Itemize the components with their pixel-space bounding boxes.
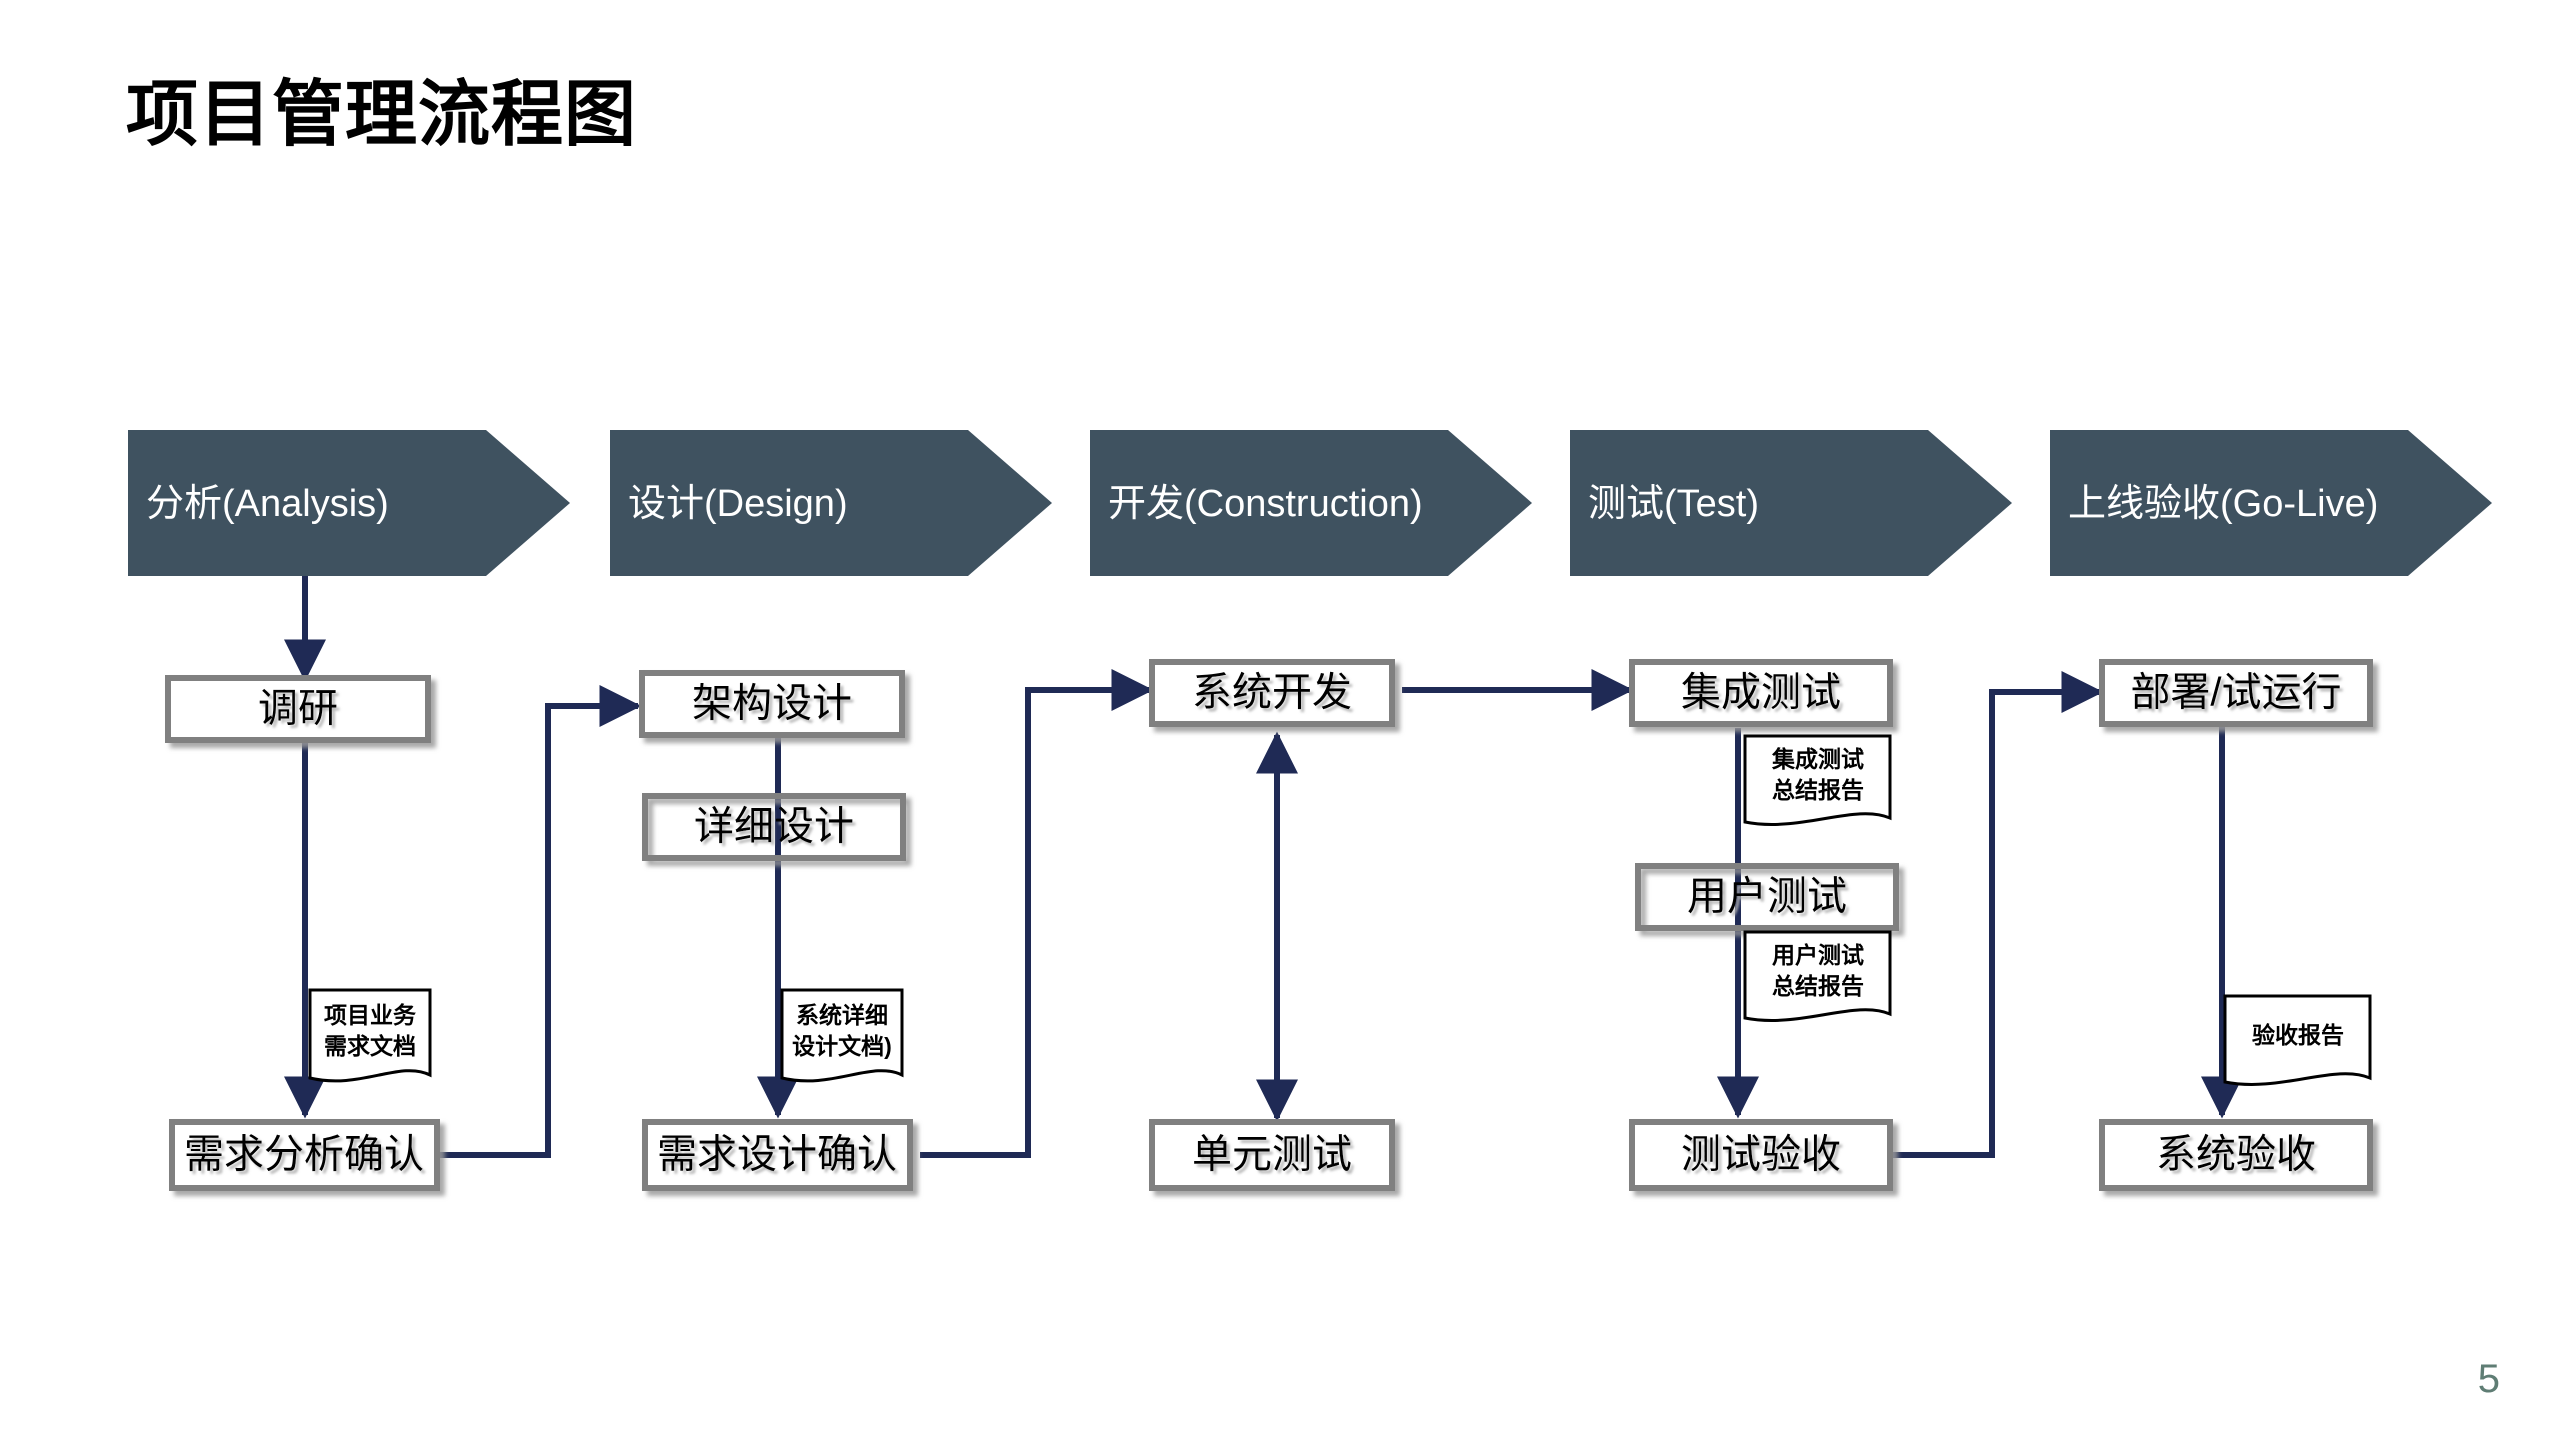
process-box-label: 单元测试 <box>1192 1133 1352 1177</box>
process-box-label: 需求分析确认 <box>184 1133 424 1177</box>
process-box-label: 用户测试 <box>1687 875 1847 919</box>
process-box-label: 集成测试 <box>1681 671 1841 715</box>
connector-layer <box>284 576 2243 1158</box>
document-user-test-report[interactable]: 用户测试 总结报告 <box>1743 930 1892 1022</box>
process-box-system-acceptance[interactable]: 系统验收 <box>2099 1119 2373 1191</box>
process-box-req-analysis-conf[interactable]: 需求分析确认 <box>169 1119 440 1191</box>
document-label-line: 集成测试 <box>1771 746 1864 772</box>
document-label-line: 项目业务 <box>324 1002 417 1028</box>
connector-req-analysis-to-arch-design <box>437 685 642 1158</box>
process-box-layer: 调研 需求分析确认 架构设计 详细设计 需求设计确认 <box>165 659 2373 1191</box>
process-box-label: 系统验收 <box>2156 1133 2316 1177</box>
document-label-line: 需求文档 <box>324 1033 416 1059</box>
process-box-system-dev[interactable]: 系统开发 <box>1149 659 1395 727</box>
process-box-integration-test[interactable]: 集成测试 <box>1629 659 1893 727</box>
process-box-user-test[interactable]: 用户测试 <box>1635 863 1899 931</box>
page-title: 项目管理流程图 <box>126 75 638 155</box>
process-box-label: 调研 <box>258 687 338 731</box>
process-box-test-acceptance[interactable]: 测试验收 <box>1629 1119 1893 1191</box>
document-layer: 项目业务 需求文档 系统详细 设计文档) 集成测试 总结报告 用户测试 总结报告 <box>308 734 2372 1086</box>
phase-banner-analysis[interactable]: 分析(Analysis) <box>128 430 570 576</box>
phase-banner-test[interactable]: 测试(Test) <box>1570 430 2012 576</box>
process-box-survey[interactable]: 调研 <box>165 675 431 743</box>
document-label-line: 验收报告 <box>2252 1022 2344 1048</box>
process-box-deploy-trial[interactable]: 部署/试运行 <box>2099 659 2373 727</box>
process-box-label: 详细设计 <box>694 805 854 849</box>
connector-test-acceptance-to-deploy <box>1880 671 2104 1158</box>
phase-banner-design[interactable]: 设计(Design) <box>610 430 1052 576</box>
process-box-req-design-conf[interactable]: 需求设计确认 <box>642 1119 913 1191</box>
document-sys-detail-doc[interactable]: 系统详细 设计文档) <box>780 988 904 1083</box>
document-label-line: 用户测试 <box>1772 942 1864 968</box>
phase-banner-label: 测试(Test) <box>1588 483 1759 525</box>
document-biz-req-doc[interactable]: 项目业务 需求文档 <box>308 988 432 1083</box>
process-box-arch-design[interactable]: 架构设计 <box>639 670 905 738</box>
document-label-line: 总结报告 <box>1772 777 1864 803</box>
document-acceptance-report[interactable]: 验收报告 <box>2223 994 2372 1086</box>
process-box-label: 架构设计 <box>692 682 852 726</box>
phase-banner-golive[interactable]: 上线验收(Go-Live) <box>2050 430 2492 576</box>
phase-banner-construction[interactable]: 开发(Construction) <box>1090 430 1532 576</box>
phase-banner-row: 分析(Analysis) 设计(Design) 开发(Construction)… <box>128 430 2492 576</box>
process-box-label: 需求设计确认 <box>657 1133 897 1177</box>
document-integration-report[interactable]: 集成测试 总结报告 <box>1743 734 1892 826</box>
process-box-label: 测试验收 <box>1681 1133 1841 1177</box>
phase-banner-label: 分析(Analysis) <box>146 483 389 525</box>
document-label-line: 系统详细 <box>796 1002 888 1028</box>
process-box-detail-design[interactable]: 详细设计 <box>642 793 906 861</box>
document-label-line: 总结报告 <box>1772 973 1864 999</box>
connector-req-design-to-system-dev <box>920 669 1154 1158</box>
page-number: 5 <box>2477 1357 2500 1401</box>
phase-banner-label: 设计(Design) <box>628 483 848 525</box>
process-box-unit-test[interactable]: 单元测试 <box>1149 1119 1395 1191</box>
phase-banner-label: 上线验收(Go-Live) <box>2068 483 2378 525</box>
phase-banner-label: 开发(Construction) <box>1108 483 1423 525</box>
process-box-label: 系统开发 <box>1192 671 1352 715</box>
process-box-label: 部署/试运行 <box>2130 671 2341 715</box>
document-label-line: 设计文档) <box>792 1033 892 1059</box>
